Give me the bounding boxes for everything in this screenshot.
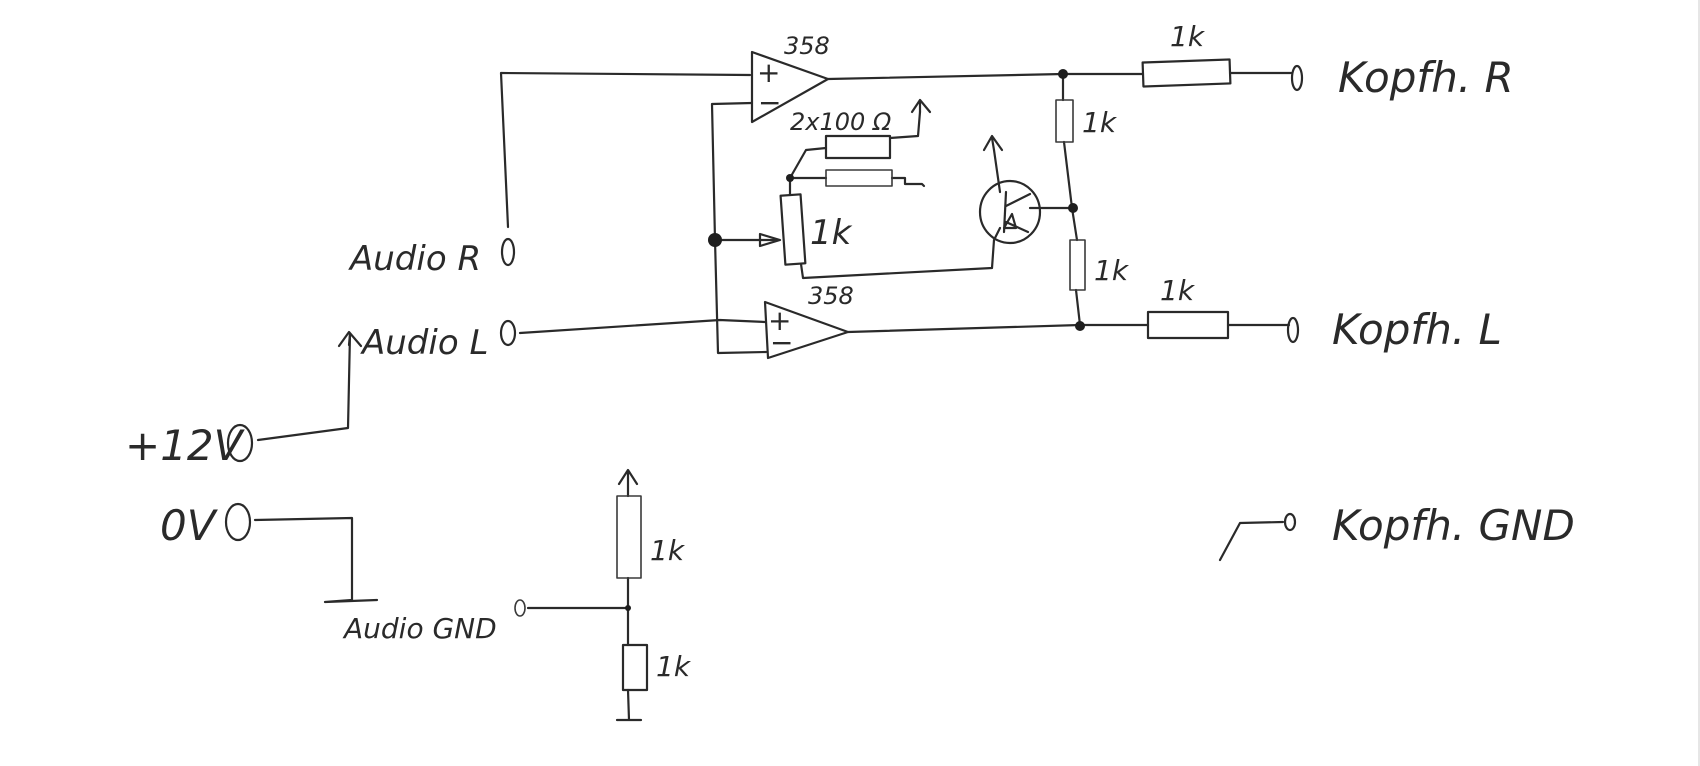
opamp-top-plus: +	[757, 56, 780, 89]
transistor-emitter-arrow-icon	[1002, 212, 1018, 230]
terminal-out-l	[1286, 316, 1300, 344]
arrow-gnd-div-icon	[617, 468, 639, 486]
wire-12v	[256, 332, 352, 442]
resistor-gnd-bottom	[621, 643, 649, 692]
wire-0v	[253, 516, 379, 604]
terminal-audio-r	[500, 237, 516, 267]
resistors	[616, 58, 1232, 692]
label-r-dual: 2x100 Ω	[790, 108, 892, 136]
wire-trans-up	[992, 148, 1002, 194]
transistor-collector	[1004, 192, 1032, 208]
terminal-out-r	[1290, 64, 1304, 92]
resistor-dual-a	[824, 134, 892, 160]
wire-gnd-div	[615, 476, 643, 722]
terminal-0v	[224, 502, 252, 542]
opamp-bottom: + − 358	[763, 282, 854, 360]
opamp-top-label: 358	[784, 32, 830, 60]
label-r-div-top: 1k	[1082, 106, 1118, 139]
terminal-audio-l	[499, 319, 517, 347]
terminal-12v	[226, 423, 254, 463]
resistor-div-bottom	[1069, 239, 1086, 291]
resistor-out-l	[1146, 310, 1230, 340]
label-r-gnd-top: 1k	[650, 534, 686, 567]
wire-divider	[1061, 72, 1082, 327]
opamp-top-triangle	[750, 50, 830, 124]
pot-wiper-arrow-icon	[758, 232, 782, 248]
opamp-top: + − 358	[750, 32, 830, 124]
junction-gnd	[625, 605, 631, 611]
wire-audio-l	[518, 318, 767, 335]
opamp-top-minus: −	[758, 86, 781, 119]
label-out-gnd: Kopfh. GND	[1332, 501, 1575, 550]
arrow-dual-icon	[910, 98, 932, 114]
label-audio-gnd: Audio GND	[342, 612, 497, 645]
junction-bottom	[1075, 321, 1085, 331]
arrow-trans-icon	[982, 134, 1004, 152]
transistor-emitter	[1004, 220, 1030, 234]
wire-top-out	[826, 72, 1065, 81]
wire-pot-bot	[799, 226, 1002, 280]
wire-bot-out	[846, 323, 1150, 334]
opamp-bottom-minus: −	[770, 326, 793, 359]
wire-audio-r	[499, 71, 752, 229]
junction-mid	[1068, 203, 1078, 213]
label-audio-l: Audio L	[360, 323, 488, 363]
labels: Audio R Audio L Audio GND +12V 0V Kopfh.…	[125, 20, 1575, 683]
label-r-pot: 1k	[810, 213, 853, 253]
wire-pot-top	[788, 176, 828, 197]
label-r-out-r: 1k	[1170, 20, 1206, 53]
supply-arrows	[337, 98, 1004, 486]
resistor-div-top	[1055, 99, 1074, 143]
resistor-out-r	[1141, 58, 1232, 88]
junctions	[625, 69, 1085, 611]
label-out-l: Kopfh. L	[1332, 305, 1502, 354]
label-r-gnd-bottom: 1k	[656, 650, 692, 683]
wire-dual-a	[788, 146, 828, 180]
wire-dual-a-end	[888, 110, 922, 140]
wire-feedback-top	[710, 101, 754, 242]
junction-pot-top	[786, 174, 794, 182]
opamp-bottom-triangle	[763, 300, 850, 360]
terminal-out-gnd	[1283, 512, 1297, 532]
transistor	[978, 179, 1042, 245]
resistor-gnd-top	[616, 495, 642, 579]
opamp-bottom-label: 358	[808, 282, 854, 310]
label-audio-r: Audio R	[348, 239, 481, 279]
wire-out-gnd	[1218, 520, 1285, 562]
resistor-pot	[779, 193, 807, 266]
junction-feedback	[708, 233, 722, 247]
label-0v: 0V	[160, 501, 219, 550]
label-12v: +12V	[125, 421, 246, 470]
transistor-circle	[978, 179, 1042, 245]
terminal-audio-gnd	[514, 599, 526, 617]
page-edge	[1698, 0, 1700, 766]
opamp-bottom-plus: +	[768, 304, 791, 337]
wire-feedback-bot	[713, 238, 768, 355]
terminals	[224, 64, 1304, 617]
arrow-12v-icon	[337, 330, 363, 348]
wire-dual-b-end	[890, 176, 926, 188]
label-out-r: Kopfh. R	[1338, 53, 1514, 102]
label-r-div-bottom: 1k	[1094, 254, 1130, 287]
resistor-dual-b	[825, 169, 893, 187]
label-r-out-l: 1k	[1160, 274, 1196, 307]
junction-top	[1058, 69, 1068, 79]
